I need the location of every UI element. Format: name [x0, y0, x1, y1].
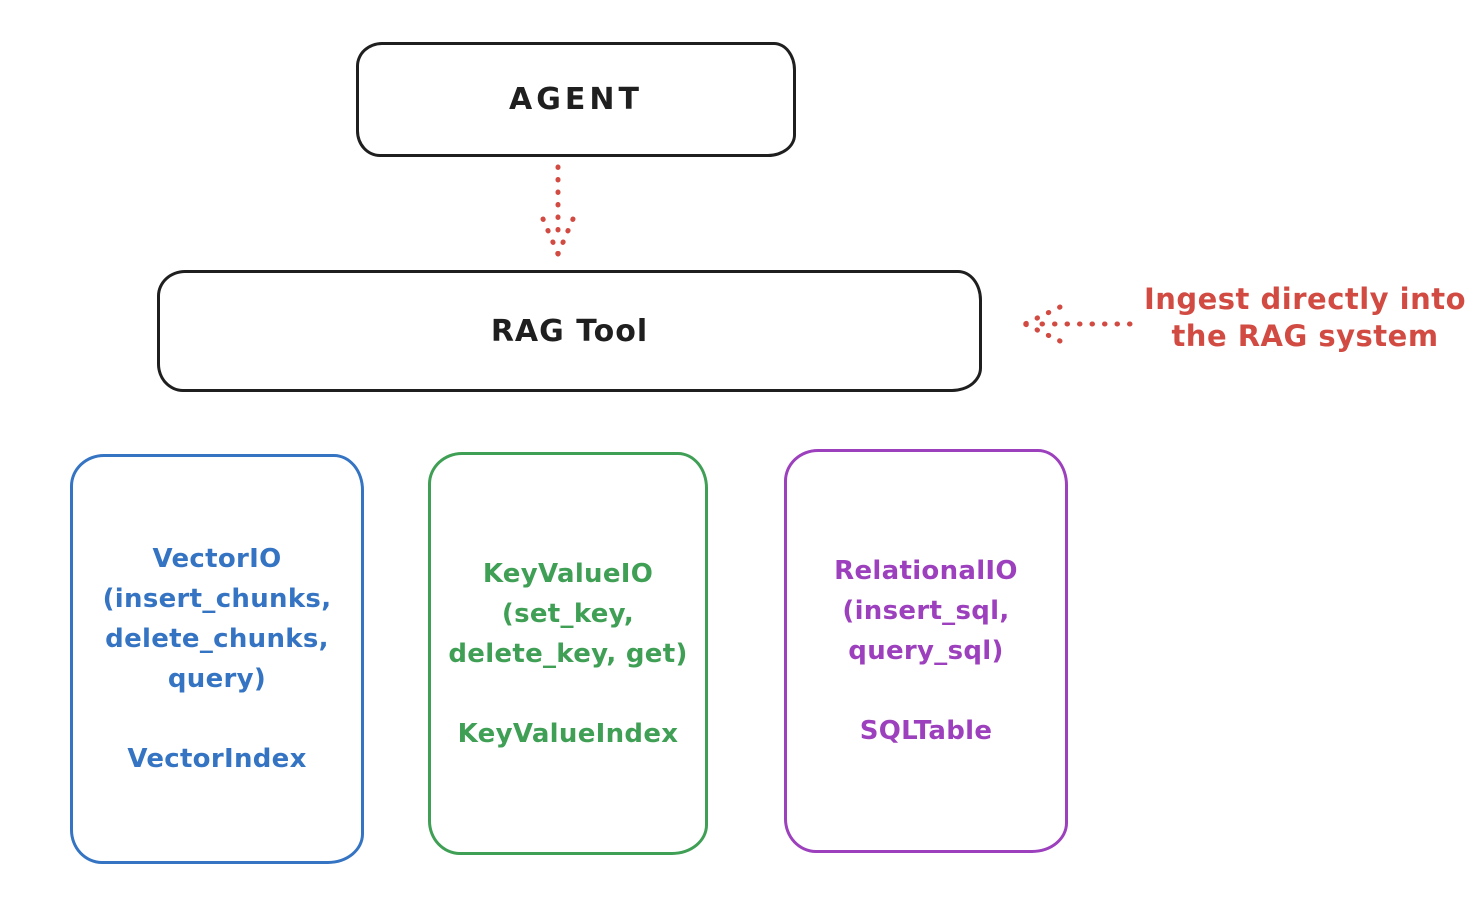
vector-io-text: VectorIO (insert_chunks, delete_chunks, …	[73, 457, 361, 861]
annotation-arrow-icon	[1022, 304, 1133, 344]
agent-label: AGENT	[509, 82, 643, 117]
annotation-line-2: the RAG system	[1171, 319, 1439, 353]
keyvalue-io-text: KeyValueIO (set_key, delete_key, get) Ke…	[431, 455, 705, 852]
vector-io-methods: VectorIO (insert_chunks, delete_chunks, …	[102, 544, 332, 694]
rag-tool-label: RAG Tool	[490, 313, 649, 349]
annotation-line-1: Ingest directly into	[1143, 282, 1467, 316]
rag-tool-node: RAG Tool	[157, 270, 982, 392]
vector-io-index-label: VectorIndex	[127, 744, 307, 774]
relational-io-node: RelationalIO (insert_sql, query_sql) SQL…	[784, 449, 1068, 853]
relational-io-index-label: SQLTable	[859, 716, 993, 746]
vector-io-node: VectorIO (insert_chunks, delete_chunks, …	[70, 454, 364, 864]
agent-node: AGENT	[356, 42, 796, 157]
relational-io-text: RelationalIO (insert_sql, query_sql) SQL…	[787, 452, 1065, 850]
annotation-text: Ingest directly into the RAG system	[1135, 281, 1475, 355]
keyvalue-io-methods: KeyValueIO (set_key, delete_key, get)	[448, 558, 688, 669]
relational-io-methods: RelationalIO (insert_sql, query_sql)	[834, 556, 1018, 666]
keyvalue-io-index-label: KeyValueIndex	[457, 718, 679, 749]
keyvalue-io-node: KeyValueIO (set_key, delete_key, get) Ke…	[428, 452, 708, 855]
agent-to-rag-tool-arrow-icon	[540, 164, 576, 257]
